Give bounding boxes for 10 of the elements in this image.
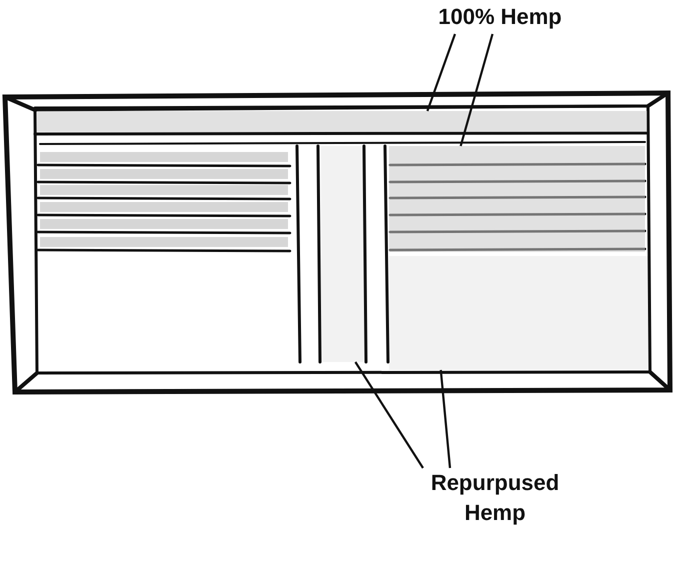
- leader-line: [460, 34, 494, 146]
- stripe-band: [389, 146, 645, 252]
- stripe-band: [37, 111, 647, 132]
- wallet-section: [321, 146, 364, 362]
- material-label: Repurpused Hemp: [405, 468, 585, 538]
- material-label: 100% Hemp: [425, 2, 575, 34]
- wallet-section: [389, 256, 648, 370]
- leader-line: [440, 370, 452, 468]
- leader-line: [426, 34, 456, 112]
- leader-line: [354, 361, 424, 469]
